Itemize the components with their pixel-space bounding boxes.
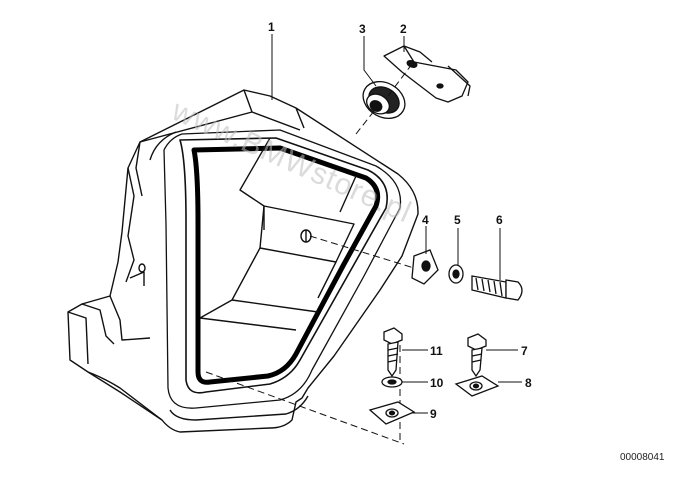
part-7-screw bbox=[467, 333, 487, 378]
part-8-clip-nut bbox=[454, 375, 500, 397]
cover-gasket-inner bbox=[191, 145, 381, 385]
part-3-grommet bbox=[362, 80, 406, 120]
callout-labels: 1 2 3 4 5 6 11 10 9 7 8 bbox=[268, 20, 532, 421]
callout-9: 9 bbox=[430, 407, 437, 421]
callout-3: 3 bbox=[359, 22, 366, 36]
callout-1: 1 bbox=[268, 20, 275, 34]
part-2-bracket bbox=[383, 45, 471, 103]
cover-gasket-outer bbox=[179, 137, 388, 394]
cover-outer-shell bbox=[67, 89, 419, 433]
part-6-bolt bbox=[471, 275, 523, 301]
part-1-cover bbox=[67, 89, 419, 433]
cover-rim-band bbox=[163, 129, 402, 409]
assembly-lines bbox=[205, 63, 415, 445]
leader-lines bbox=[271, 34, 522, 414]
leader-3 bbox=[363, 36, 377, 87]
part-4-clip-nut bbox=[411, 249, 439, 285]
document-number: 00008041 bbox=[620, 452, 665, 463]
part-10-washer bbox=[381, 376, 403, 388]
callout-10: 10 bbox=[430, 376, 444, 390]
part-9-clip-nut bbox=[368, 401, 416, 425]
callout-8: 8 bbox=[525, 376, 532, 390]
cover-side-flange bbox=[125, 167, 135, 283]
part-11-screw bbox=[383, 327, 403, 378]
callout-6: 6 bbox=[496, 213, 503, 227]
callout-2: 2 bbox=[400, 22, 407, 36]
callout-11: 11 bbox=[430, 344, 443, 358]
callout-7: 7 bbox=[521, 344, 528, 358]
callout-4: 4 bbox=[422, 213, 429, 227]
callout-5: 5 bbox=[454, 213, 461, 227]
part-5-washer bbox=[448, 264, 464, 284]
